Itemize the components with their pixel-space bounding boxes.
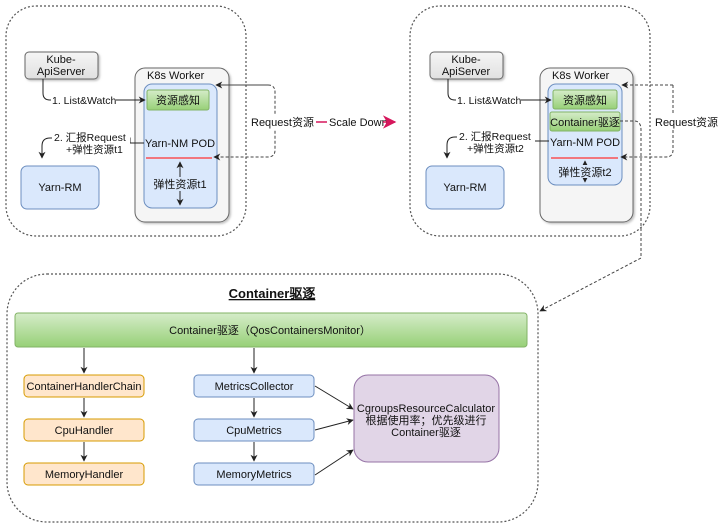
list-watch-label: 1. List&Watch bbox=[52, 95, 117, 107]
k8s-worker-label: K8s Worker bbox=[552, 70, 610, 82]
handler-chain: ContainerHandlerChain CpuHandler MemoryH… bbox=[23, 374, 145, 486]
resource-sense-label: 资源感知 bbox=[563, 93, 607, 107]
left-request-resource-label: Request资源 bbox=[251, 115, 314, 129]
monitor-bar bbox=[14, 312, 528, 348]
scale-down-label: Scale Down bbox=[329, 117, 388, 129]
scale-down-transition: Request资源 Scale Down bbox=[249, 115, 397, 129]
resource-calculator: CgroupsResourceCalculator 根据使用率；优先级进行 Co… bbox=[353, 374, 500, 463]
right-panel-border bbox=[409, 5, 651, 237]
left-yarn-rm: Yarn-RM bbox=[20, 165, 100, 210]
yarn-nm-pod-label: Yarn-NM POD bbox=[145, 138, 215, 150]
right-request-resource-label: Request资源 bbox=[655, 115, 718, 129]
calculator-label-1: CgroupsResourceCalculator bbox=[357, 403, 496, 415]
kube-apiserver-label-1: Kube- bbox=[46, 54, 76, 66]
list-watch-arrow bbox=[447, 79, 552, 104]
handler-item: CpuHandler bbox=[55, 425, 114, 437]
report-label-1: 2. 汇报Request bbox=[459, 130, 531, 143]
metrics-item: MetricsCollector bbox=[215, 381, 294, 393]
right-yarn-rm: Yarn-RM bbox=[425, 165, 505, 210]
calculator-label-3: Container驱逐 bbox=[391, 426, 461, 439]
yarn-nm-pod-label: Yarn-NM POD bbox=[550, 137, 620, 149]
right-panel: Kube- ApiServer K8s Worker 资源感知 Containe… bbox=[409, 5, 719, 312]
evict-link-arrow bbox=[539, 120, 642, 312]
monitor-bar-label: Container驱逐（QosContainersMonitor） bbox=[169, 324, 371, 337]
elastic-resource-label: 弹性资源t1 bbox=[153, 177, 206, 191]
resource-sense-box bbox=[146, 89, 210, 111]
bottom-panel-border bbox=[6, 273, 539, 523]
metrics-item: MemoryMetrics bbox=[216, 469, 292, 481]
metrics-item: CpuMetrics bbox=[226, 425, 282, 437]
left-panel: Kube- ApiServer K8s Worker 资源感知 Yarn-NM … bbox=[5, 5, 276, 237]
left-panel-border bbox=[5, 5, 247, 237]
list-watch-arrow bbox=[42, 79, 146, 104]
right-kube-apiserver: Kube- ApiServer bbox=[429, 51, 504, 80]
request-resource-loop bbox=[620, 85, 674, 161]
container-evict-label: Container驱逐 bbox=[550, 116, 620, 129]
right-k8s-worker: K8s Worker 资源感知 Container驱逐 Yarn-NM POD … bbox=[539, 67, 634, 223]
k8s-worker-label: K8s Worker bbox=[147, 70, 205, 82]
list-watch-label: 1. List&Watch bbox=[457, 95, 522, 107]
bottom-panel: Container驱逐 Container驱逐（QosContainersMon… bbox=[6, 273, 539, 523]
metrics-chain: MetricsCollector CpuMetrics MemoryMetric… bbox=[193, 374, 315, 486]
yarn-rm-label: Yarn-RM bbox=[443, 182, 486, 194]
kube-apiserver-label-2: ApiServer bbox=[37, 66, 86, 78]
handler-item: MemoryHandler bbox=[45, 469, 124, 481]
left-kube-apiserver: Kube- ApiServer bbox=[24, 51, 99, 80]
report-label-2: +弹性资源t1 bbox=[66, 143, 123, 156]
handler-item: ContainerHandlerChain bbox=[27, 381, 142, 393]
kube-apiserver-label-1: Kube- bbox=[451, 54, 481, 66]
report-label-1: 2. 汇报Request bbox=[54, 131, 126, 144]
report-label-2: +弹性资源t2 bbox=[467, 142, 524, 155]
kube-apiserver-label-2: ApiServer bbox=[442, 66, 491, 78]
elastic-resource-label: 弹性资源t2 bbox=[558, 165, 611, 179]
calculator-label-2: 根据使用率；优先级进行 bbox=[366, 413, 487, 427]
resource-sense-box bbox=[552, 89, 618, 110]
resource-sense-label: 资源感知 bbox=[156, 93, 200, 107]
yarn-rm-label: Yarn-RM bbox=[38, 182, 81, 194]
bottom-panel-title: Container驱逐 bbox=[229, 286, 316, 301]
left-k8s-worker: K8s Worker 资源感知 Yarn-NM POD 弹性资源t1 bbox=[134, 67, 230, 223]
